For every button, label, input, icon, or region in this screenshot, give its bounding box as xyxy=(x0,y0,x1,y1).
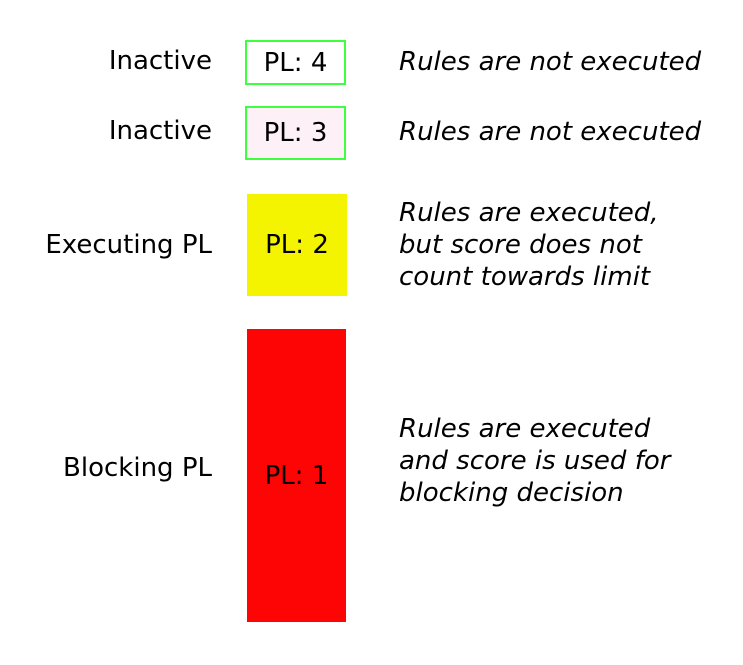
pl1-box-label: PL: 1 xyxy=(264,460,329,491)
pl1-box: PL: 1 xyxy=(247,329,346,622)
pl4-state-label: Inactive xyxy=(108,46,212,76)
pl3-box: PL: 3 xyxy=(245,106,346,160)
pl4-description: Rules are not executed xyxy=(399,47,702,77)
pl4-box-label: PL: 4 xyxy=(263,47,328,78)
pl1-description: Rules are executed and score is used for… xyxy=(399,414,671,508)
pl2-state-label: Executing PL xyxy=(45,230,212,260)
pl4-box: PL: 4 xyxy=(245,40,346,85)
pl2-description: Rules are executed, but score does not c… xyxy=(399,198,659,292)
pl2-box: PL: 2 xyxy=(247,194,347,296)
pl1-state-label: Blocking PL xyxy=(63,453,212,483)
pl3-state-label: Inactive xyxy=(108,116,212,146)
pl2-box-label: PL: 2 xyxy=(265,230,329,260)
pl3-description: Rules are not executed xyxy=(399,117,702,147)
pl3-box-label: PL: 3 xyxy=(263,118,328,148)
